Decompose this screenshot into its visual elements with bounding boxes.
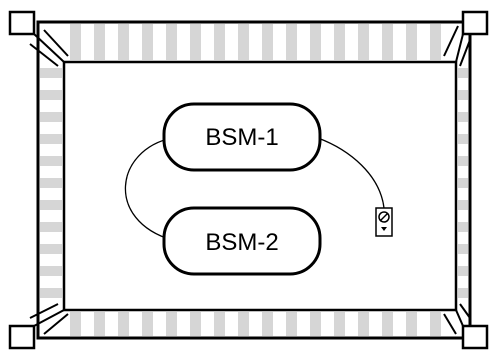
node-bsm1-shape [162,102,322,172]
frame-stripe [310,312,321,336]
frame-stripe [358,24,369,60]
frame-stripe [382,312,393,336]
frame-stripe [458,90,468,100]
frame-stripe [458,244,468,254]
frame-stripe [334,312,345,336]
frame-stripe [458,222,468,232]
frame-stripe [430,24,441,60]
frame-corner-icon [8,10,489,350]
frame-stripe [458,266,468,276]
frame-stripe [40,68,62,78]
right-stripe-band [458,68,468,298]
top-stripe-band [70,24,441,60]
frame-stripe [166,24,177,60]
frame-stripe [458,156,468,166]
frame-stripe [40,112,62,122]
frame-stripe [40,222,62,232]
frame-stripe [406,24,417,60]
node-bsm1: BSM-1 [162,102,322,172]
frame-stripe [238,312,249,336]
connection-bsm1-bsm2 [124,137,173,241]
frame-stripe [406,312,417,336]
frame-stripe [118,312,129,336]
frame-stripe [190,24,201,60]
frame-stripe [40,178,62,188]
frame-stripe [430,312,441,336]
frame-stripe [94,24,105,60]
frame-stripe [310,24,321,60]
frame-stripe [286,312,297,336]
frame-stripe [40,90,62,100]
frame-stripe [40,156,62,166]
frame-stripe [70,312,81,336]
connection-bsm1-outlet [317,137,385,209]
frame-stripe [458,134,468,144]
frame-stripe [382,24,393,60]
frame-stripe [40,288,62,298]
frame-stripe [94,312,105,336]
node-bsm2-shape [162,206,322,276]
frame-stripe [334,24,345,60]
bottom-stripe-band [70,312,441,336]
frame-stripe [286,24,297,60]
frame-stripe [70,24,81,60]
node-bsm2: BSM-2 [162,206,322,276]
frame-stripe [262,24,273,60]
frame-stripe [142,312,153,336]
frame-stripe [118,24,129,60]
frame-stripe [40,200,62,210]
frame-stripe [458,112,468,122]
frame-stripe [458,200,468,210]
frame-stripe [214,312,225,336]
frame-stripe [166,312,177,336]
frame-stripe [238,24,249,60]
node-bsm2-label: BSM-2 [205,229,278,256]
wall-outlet-icon [375,207,393,237]
frame-stripe [358,312,369,336]
left-stripe-band [40,68,62,298]
frame-stripe [458,178,468,188]
node-bsm1-label: BSM-1 [205,124,278,151]
frame-stripe [214,24,225,60]
frame-stripe [40,244,62,254]
frame-stripe [40,134,62,144]
frame-stripe [458,68,468,78]
frame-stripe [458,288,468,298]
frame-stripe [262,312,273,336]
frame-stripe [40,266,62,276]
frame-stripe [190,312,201,336]
frame-stripe [142,24,153,60]
